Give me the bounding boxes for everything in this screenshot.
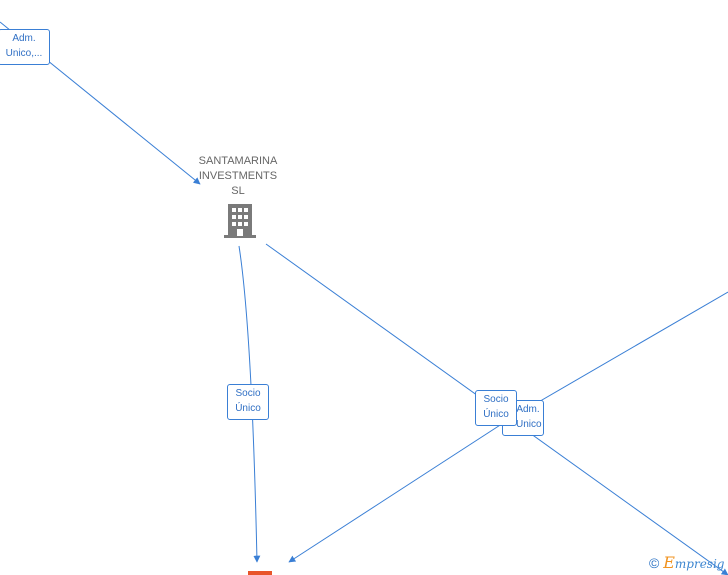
brand-logo: Empresig [663,553,725,572]
building-icon[interactable] [248,571,272,575]
edge-label-socio-left[interactable]: Socio Único [227,384,269,420]
empresia-watermark: © Empresig [649,553,724,572]
edge-label-adm-top[interactable]: Adm. Unico,... [0,29,50,65]
edge-label-socio-right[interactable]: Socio Único [475,390,517,426]
edge-line-socio-right [288,417,512,563]
edge-line-socio-left [238,245,261,563]
copyright-symbol: © [649,555,660,571]
building-icon[interactable] [224,204,256,238]
company-name-santamarina[interactable]: SANTAMARINA INVESTMENTS SL [198,155,278,197]
edge-line-right-upper [510,291,728,419]
